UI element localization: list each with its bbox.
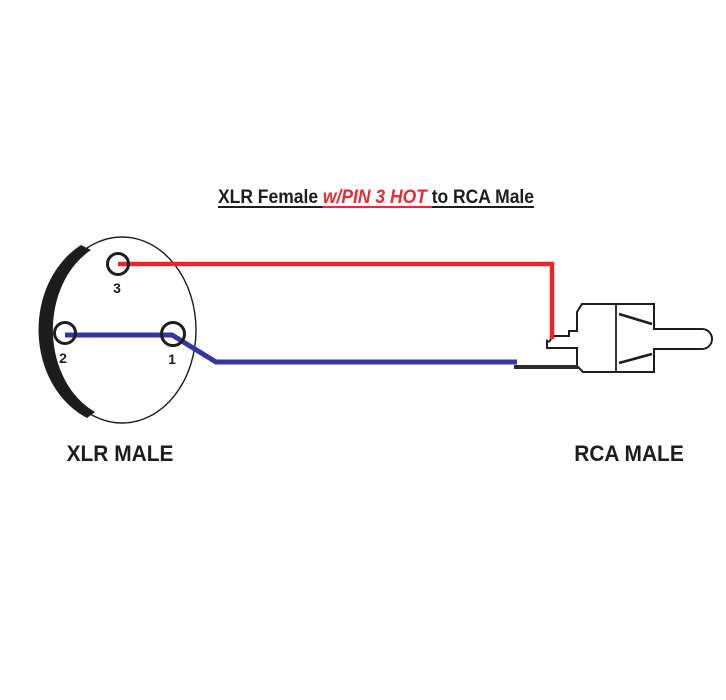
hot-wire-pin3-to-rca <box>118 261 555 339</box>
signal-wire-pin2-pin1-to-rca <box>65 332 517 365</box>
diagram-title: XLR Female w/PIN 3 HOT to RCA Male <box>218 187 534 210</box>
title-suffix: to RCA Male <box>431 187 535 208</box>
rca-body-outline <box>546 303 713 373</box>
xlr-pin2-hole <box>53 321 77 345</box>
title-prefix: XLR Female <box>217 187 323 208</box>
xlr-connector-label: XLR MALE <box>66 441 174 466</box>
xlr-pin3-hole <box>106 252 130 276</box>
xlr-face-circle <box>47 236 197 424</box>
rca-connector-icon <box>546 303 713 373</box>
xlr-pin1-hole <box>160 321 186 347</box>
xlr-connector-icon <box>38 236 197 424</box>
xlr-pin2-number: 2 <box>59 350 67 366</box>
rca-connector-label: RCA MALE <box>574 441 684 466</box>
title-hot-highlight: w/PIN 3 HOT <box>322 187 432 208</box>
rca-nose-hatch-top <box>618 312 653 326</box>
xlr-pin1-number: 1 <box>168 351 176 367</box>
xlr-shell-crescent <box>38 245 95 418</box>
xlr-pin3-number: 3 <box>113 280 121 296</box>
rca-nose-hatch-bottom <box>618 352 653 365</box>
